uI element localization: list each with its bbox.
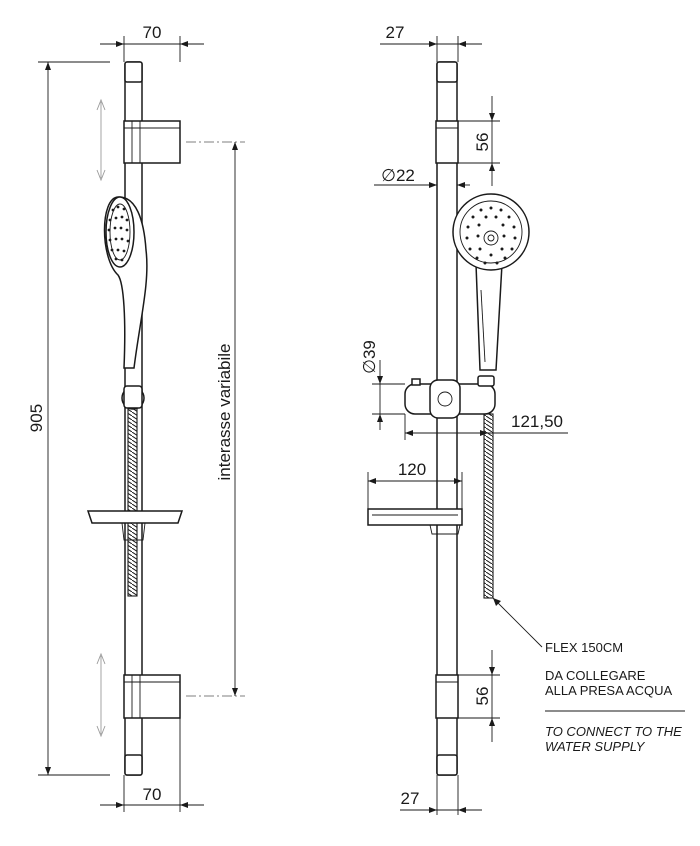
hose-note: FLEX 150CM (545, 640, 623, 655)
dim-side-depth-top: 27 (380, 23, 482, 62)
slider-diameter-label: ∅39 (360, 340, 379, 374)
side-bottom-bracket (435, 674, 459, 719)
connect-note-it-line1: DA COLLEGARE (545, 668, 646, 683)
front-hand-shower (103, 196, 148, 369)
dim-front-width-bottom: 70 (100, 718, 204, 812)
dim-side-depth-bottom: 27 (400, 775, 482, 815)
side-hose (483, 413, 494, 599)
connect-note-it-line2: ALLA PRESA ACQUA (545, 683, 673, 698)
hose-leader (492, 597, 543, 648)
notes: FLEX 150CM DA COLLEGARE ALLA PRESA ACQUA… (545, 640, 685, 754)
dim-side-bracket-top: 56 (458, 96, 500, 186)
side-slider-holder (404, 375, 496, 419)
connect-note-en-line2: WATER SUPPLY (545, 739, 646, 754)
soap-dish-width-label: 120 (398, 460, 426, 479)
dim-front-width-top: 70 (100, 23, 204, 62)
side-depth-bottom-label: 27 (401, 789, 420, 808)
connect-note-en-line1: TO CONNECT TO THE (545, 724, 682, 739)
front-top-bracket (123, 120, 181, 164)
side-bracket-bottom-label: 56 (473, 687, 492, 706)
side-depth-top-label: 27 (386, 23, 405, 42)
dim-front-total-height: 905 (27, 61, 110, 776)
side-hand-shower (452, 193, 530, 371)
front-width-bottom-label: 70 (143, 785, 162, 804)
side-bracket-top-label: 56 (473, 133, 492, 152)
side-top-bracket (435, 120, 459, 164)
front-hose (127, 407, 138, 597)
side-view: 27 27 56 56 (360, 23, 568, 815)
dim-slider-diameter: ∅39 (360, 340, 405, 430)
slider-projection-label: 121,50 (511, 412, 563, 431)
front-bar-top-cap (124, 61, 143, 83)
side-soap-dish (367, 508, 463, 526)
adjust-arrow-top (96, 98, 106, 182)
dim-bar-diameter: ∅22 (374, 166, 470, 188)
front-total-height-label: 905 (27, 404, 46, 432)
front-width-top-label: 70 (143, 23, 162, 42)
bar-diameter-label: ∅22 (381, 166, 415, 185)
front-soap-dish (86, 510, 184, 524)
dim-side-bracket-bottom: 56 (458, 650, 500, 742)
front-view: 70 70 905 interasse variabile (27, 23, 245, 812)
front-bar-bottom-cap (124, 754, 143, 776)
variable-distance-label: interasse variabile (215, 343, 234, 480)
dim-soap-dish-width: 120 (367, 460, 463, 509)
dim-variable-distance: interasse variabile (186, 141, 245, 697)
dim-slider-projection: 121,50 (404, 412, 568, 440)
adjust-arrow-bottom (96, 652, 106, 738)
